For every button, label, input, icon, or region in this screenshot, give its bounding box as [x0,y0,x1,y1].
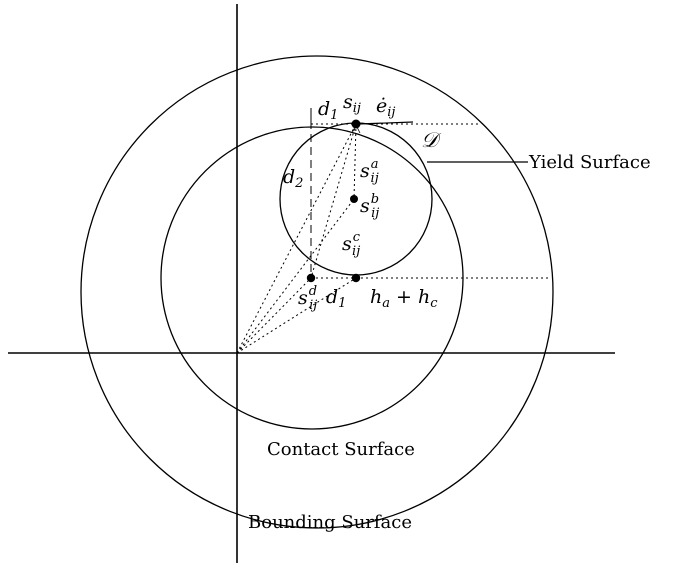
point-s-ij [351,119,361,129]
tangent-line [357,121,414,125]
point-yield-bottom [351,273,361,283]
bounding-surface-label: Bounding Surface [248,512,412,533]
d1-top-label: d1 [318,98,338,123]
h-sum-label: ha + hc [370,286,438,311]
dotted-sij-to-sdij [310,123,357,279]
dotted-origin-to-sij [236,123,357,354]
d2-label: d2 [283,166,303,191]
e-dot-ij-label: ėij [376,95,395,120]
dotted-origin-to-yield-bottom [236,277,357,354]
point-s-d-ij [306,273,316,283]
s-ij-label: sij [343,91,361,116]
dotted-origin-to-sbij [236,198,355,354]
bounding-surface-circle [80,55,554,529]
yield-surface-label: Yield Surface [528,152,651,173]
point-s-b-ij [350,195,358,203]
contact-surface-label: Contact Surface [267,439,415,460]
domain-d-label: 𝒟 [421,128,442,152]
dotted-sij-to-center [353,123,357,200]
d1-bottom-label: d1 [326,286,346,311]
